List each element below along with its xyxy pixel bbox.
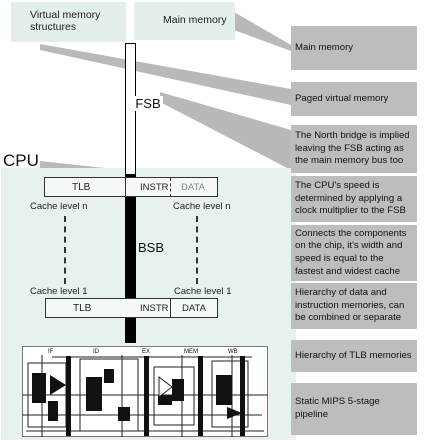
pipeline-stage-mem: MEM [184, 349, 198, 355]
cache-level-n-left: Cache level n [30, 201, 88, 212]
cache-level-n-right: Cache level n [173, 201, 231, 212]
note-tlb-hierarchy: Hierarchy of TLB memories [291, 340, 417, 372]
bottom-cache-divider-1 [170, 298, 171, 318]
bottom-cache-row [45, 298, 218, 318]
note-cpu-speed: The CPU's speed is determined by applyin… [291, 176, 417, 222]
pipeline-stage-wb: WB [228, 349, 238, 355]
top-cache-row [44, 177, 218, 197]
note-text: The CPU's speed is determined by applyin… [295, 180, 406, 217]
virtual-memory-box [11, 2, 126, 42]
bottom-tlb-label: TLB [73, 303, 92, 314]
top-tlb-label: TLB [72, 182, 91, 193]
connector-north-bridge [160, 92, 291, 170]
fsb-label: FSB [133, 96, 163, 111]
note-data-instr-hierarchy: Hierarchy of data and instruction memori… [291, 283, 417, 329]
pipeline-schematic [22, 355, 268, 437]
cache-level-1-left: Cache level 1 [30, 286, 88, 297]
virtual-memory-label: Virtual memory structures [30, 9, 101, 33]
cpu-label: CPU [3, 151, 39, 170]
connector-paged-virtual-memory [40, 44, 291, 105]
note-text: Hierarchy of TLB memories [295, 349, 412, 361]
bsb-bus [125, 175, 136, 343]
note-main-memory: Main memory [291, 26, 417, 70]
top-cache-divider-2 [170, 178, 171, 197]
note-text: Static MIPS 5-stage pipeline [295, 396, 380, 420]
note-text: Hierarchy of data and instruction memori… [295, 287, 405, 324]
pipeline-stage-if: IF [48, 349, 54, 355]
main-memory-label: Main memory [163, 14, 227, 26]
bsb-label: BSB [137, 240, 164, 255]
note-paged-virtual-memory: Paged virtual memory [291, 82, 417, 116]
note-text: Main memory [295, 41, 354, 53]
connector-main-memory [234, 12, 291, 51]
note-text: The North bridge is implied leaving the … [295, 130, 410, 167]
main-memory-box [134, 2, 235, 40]
note-pipeline: Static MIPS 5-stage pipeline [291, 383, 417, 435]
note-text: Connects the components on the chip, it'… [295, 227, 407, 277]
top-instr-label: INSTR [140, 182, 169, 193]
cache-level-1-right: Cache level 1 [174, 286, 232, 297]
note-bsb: Connects the components on the chip, it'… [291, 225, 417, 281]
note-north-bridge: The North bridge is implied leaving the … [291, 125, 417, 173]
right-cache-ellipsis [196, 216, 198, 284]
pipeline-stage-id: ID [93, 349, 99, 355]
bottom-data-label: DATA [182, 303, 206, 314]
pipeline-stage-ex: EX [142, 349, 151, 355]
note-text: Paged virtual memory [295, 92, 389, 104]
left-cache-ellipsis [64, 216, 66, 284]
top-cache-divider-1 [125, 177, 126, 197]
top-data-label: DATA [181, 182, 205, 193]
bottom-instr-label: INSTR [140, 303, 169, 314]
